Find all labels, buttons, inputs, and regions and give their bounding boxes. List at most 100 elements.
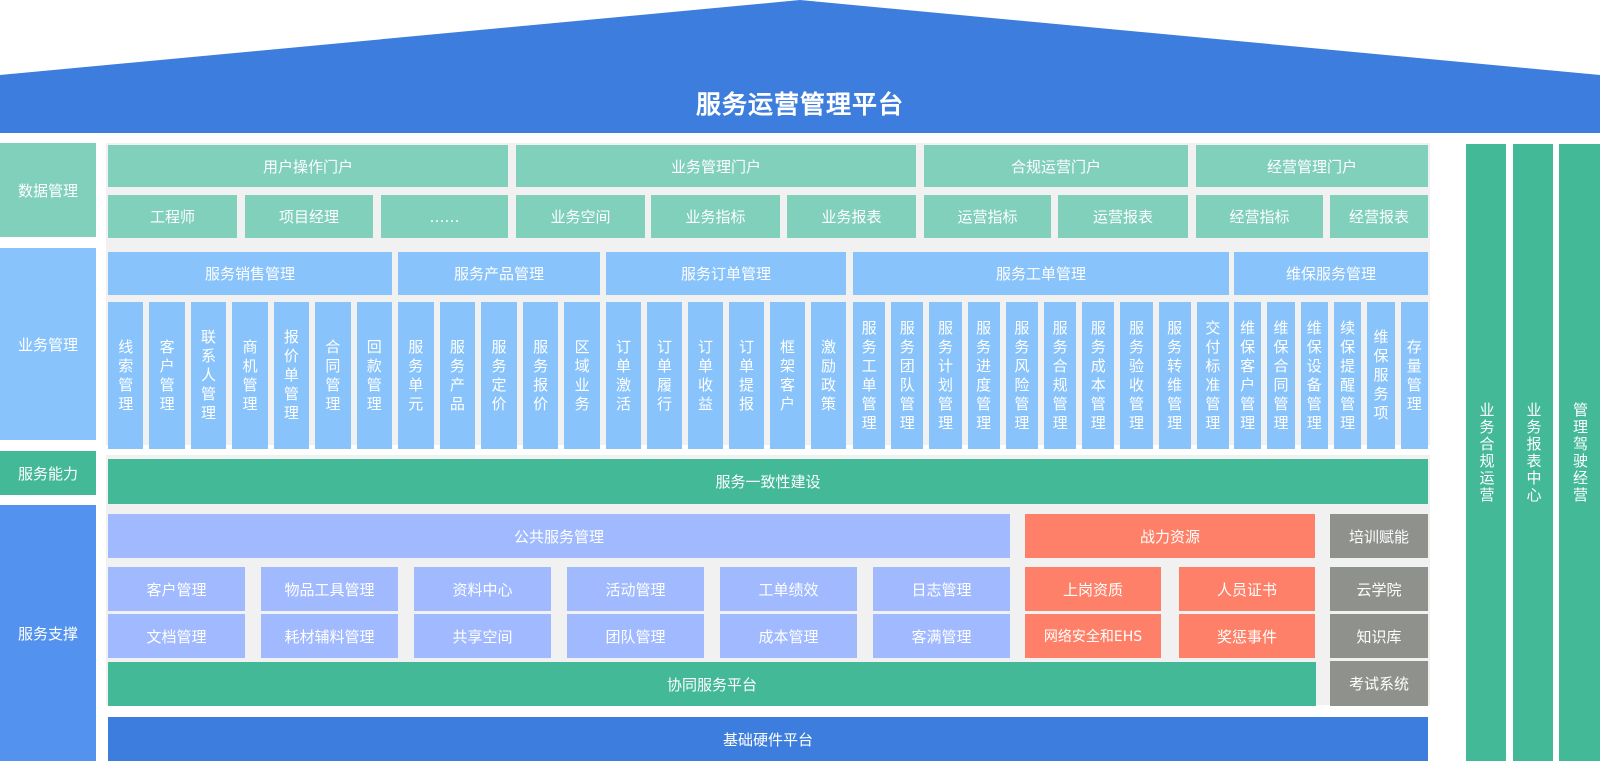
biz-item-label: 线索管理 xyxy=(118,337,134,413)
biz-group-sales[interactable]: 服务销售管理 xyxy=(108,252,392,295)
public-service-item[interactable]: 耗材辅料管理 xyxy=(261,614,398,658)
platform-title: 服务运营管理平台 xyxy=(695,90,904,119)
portal-operations-mgmt[interactable]: 经营管理门户 xyxy=(1196,145,1428,187)
public-service-item[interactable]: 物品工具管理 xyxy=(261,567,398,611)
biz-item[interactable]: 交付标准管理 xyxy=(1196,302,1229,449)
portal-biz-mgmt[interactable]: 业务管理门户 xyxy=(516,145,916,187)
combat-item-personnel-cert[interactable]: 人员证书 xyxy=(1179,567,1315,611)
hardware-platform[interactable]: 基础硬件平台 xyxy=(108,717,1428,761)
biz-group-workorder[interactable]: 服务工单管理 xyxy=(853,252,1229,295)
collab-service-platform[interactable]: 协同服务平台 xyxy=(108,662,1316,706)
public-service-item[interactable]: 日志管理 xyxy=(873,567,1010,611)
biz-item[interactable]: 续保提醒管理 xyxy=(1334,302,1362,449)
public-service-item[interactable]: 客户管理 xyxy=(108,567,245,611)
public-services-header[interactable]: 公共服务管理 xyxy=(108,514,1010,558)
portal-item-mgmt-reports[interactable]: 经营报表 xyxy=(1330,195,1428,238)
combat-resources-header[interactable]: 战力资源 xyxy=(1025,514,1315,558)
pillar-mgmt-cockpit[interactable]: 管理驾驶经营 xyxy=(1559,144,1600,761)
biz-item[interactable]: 服务定价 xyxy=(481,302,517,449)
public-service-item[interactable]: 共享空间 xyxy=(414,614,551,658)
biz-item-label: 订单收益 xyxy=(697,337,713,413)
biz-item-label: 服务单元 xyxy=(408,337,424,413)
biz-group-maintenance[interactable]: 维保服务管理 xyxy=(1234,252,1428,295)
biz-item[interactable]: 服务工单管理 xyxy=(853,302,886,449)
portal-compliance-ops[interactable]: 合规运营门户 xyxy=(924,145,1188,187)
portal-item-ops-reports[interactable]: 运营报表 xyxy=(1058,195,1188,238)
biz-item[interactable]: 服务验收管理 xyxy=(1120,302,1153,449)
biz-item-label: 服务计划管理 xyxy=(937,318,953,432)
public-service-item[interactable]: 客满管理 xyxy=(873,614,1010,658)
biz-item[interactable]: 服务计划管理 xyxy=(929,302,962,449)
public-service-item[interactable]: 活动管理 xyxy=(567,567,704,611)
platform-roof xyxy=(0,0,1600,133)
biz-item-label: 维保客户管理 xyxy=(1240,318,1256,432)
biz-item-label: 客户管理 xyxy=(159,337,175,413)
biz-item[interactable]: 服务合规管理 xyxy=(1044,302,1077,449)
public-service-item[interactable]: 工单绩效 xyxy=(720,567,857,611)
biz-item[interactable]: 维保设备管理 xyxy=(1300,302,1328,449)
biz-item[interactable]: 服务风险管理 xyxy=(1005,302,1038,449)
biz-group-product[interactable]: 服务产品管理 xyxy=(398,252,600,295)
biz-item[interactable]: 联系人管理 xyxy=(190,302,227,449)
public-service-item[interactable]: 成本管理 xyxy=(720,614,857,658)
portal-item-mgmt-metrics[interactable]: 经营指标 xyxy=(1196,195,1323,238)
training-item-exam-system[interactable]: 考试系统 xyxy=(1330,661,1428,706)
biz-group-order[interactable]: 服务订单管理 xyxy=(606,252,846,295)
portal-item-ops-metrics[interactable]: 运营指标 xyxy=(924,195,1051,238)
biz-item[interactable]: 回款管理 xyxy=(356,302,392,449)
biz-item[interactable]: 框架客户 xyxy=(770,302,805,449)
capability-consistency[interactable]: 服务一致性建设 xyxy=(108,459,1428,504)
biz-item[interactable]: 维保合同管理 xyxy=(1267,302,1295,449)
biz-item-label: 合同管理 xyxy=(325,337,341,413)
public-service-item[interactable]: 资料中心 xyxy=(414,567,551,611)
biz-item[interactable]: 客户管理 xyxy=(149,302,185,449)
combat-item-rewards-penalties[interactable]: 奖惩事件 xyxy=(1179,614,1315,658)
biz-item[interactable]: 维保客户管理 xyxy=(1234,302,1262,449)
biz-item[interactable]: 订单履行 xyxy=(647,302,682,449)
biz-item-label: 订单履行 xyxy=(656,337,672,413)
portal-item-more[interactable]: …… xyxy=(381,195,508,238)
biz-item-label: 服务工单管理 xyxy=(861,318,877,432)
portal-item-engineer[interactable]: 工程师 xyxy=(108,195,237,238)
biz-item[interactable]: 合同管理 xyxy=(315,302,351,449)
biz-item[interactable]: 激励政策 xyxy=(811,302,846,449)
biz-item[interactable]: 服务报价 xyxy=(522,302,559,449)
biz-item[interactable]: 订单收益 xyxy=(688,302,723,449)
training-item-knowledge-base[interactable]: 知识库 xyxy=(1330,614,1428,658)
biz-item[interactable]: 存量管理 xyxy=(1400,302,1428,449)
biz-item[interactable]: 服务产品 xyxy=(439,302,476,449)
layer-label-biz-mgmt: 业务管理 xyxy=(0,248,96,440)
portal-user-ops[interactable]: 用户操作门户 xyxy=(108,145,508,187)
portal-item-biz-space[interactable]: 业务空间 xyxy=(516,195,645,238)
portal-item-biz-reports[interactable]: 业务报表 xyxy=(787,195,916,238)
biz-item-label: 存量管理 xyxy=(1406,337,1422,413)
pillar-biz-report-center[interactable]: 业务报表中心 xyxy=(1513,144,1553,761)
biz-item[interactable]: 订单激活 xyxy=(606,302,641,449)
public-service-item[interactable]: 团队管理 xyxy=(567,614,704,658)
biz-item[interactable]: 服务团队管理 xyxy=(891,302,924,449)
portal-item-biz-metrics[interactable]: 业务指标 xyxy=(651,195,780,238)
public-service-item[interactable]: 文档管理 xyxy=(108,614,245,658)
biz-item[interactable]: 服务成本管理 xyxy=(1082,302,1115,449)
layer-label-service-capability: 服务能力 xyxy=(0,451,96,495)
biz-item-label: 激励政策 xyxy=(820,337,836,413)
training-header[interactable]: 培训赋能 xyxy=(1330,514,1428,558)
biz-item-label: 服务验收管理 xyxy=(1128,318,1144,432)
biz-item[interactable]: 报价单管理 xyxy=(273,302,310,449)
combat-item-network-security-ehs[interactable]: 网络安全和EHS xyxy=(1025,614,1161,658)
biz-item[interactable]: 服务进度管理 xyxy=(967,302,1000,449)
biz-item[interactable]: 订单提报 xyxy=(729,302,764,449)
combat-item-job-qualification[interactable]: 上岗资质 xyxy=(1025,567,1161,611)
training-item-cloud-academy[interactable]: 云学院 xyxy=(1330,567,1428,611)
biz-item-label: 服务风险管理 xyxy=(1014,318,1030,432)
biz-item-label: 服务进度管理 xyxy=(976,318,992,432)
biz-item[interactable]: 维保服务项 xyxy=(1367,302,1395,449)
biz-item[interactable]: 线索管理 xyxy=(108,302,144,449)
pillar-biz-compliance-ops[interactable]: 业务合规运营 xyxy=(1466,144,1506,761)
portal-item-project-manager[interactable]: 项目经理 xyxy=(245,195,373,238)
biz-item[interactable]: 商机管理 xyxy=(232,302,268,449)
biz-item[interactable]: 服务转维管理 xyxy=(1158,302,1191,449)
biz-item[interactable]: 区域业务 xyxy=(564,302,600,449)
biz-item-label: 服务报价 xyxy=(533,337,549,413)
biz-item[interactable]: 服务单元 xyxy=(398,302,434,449)
